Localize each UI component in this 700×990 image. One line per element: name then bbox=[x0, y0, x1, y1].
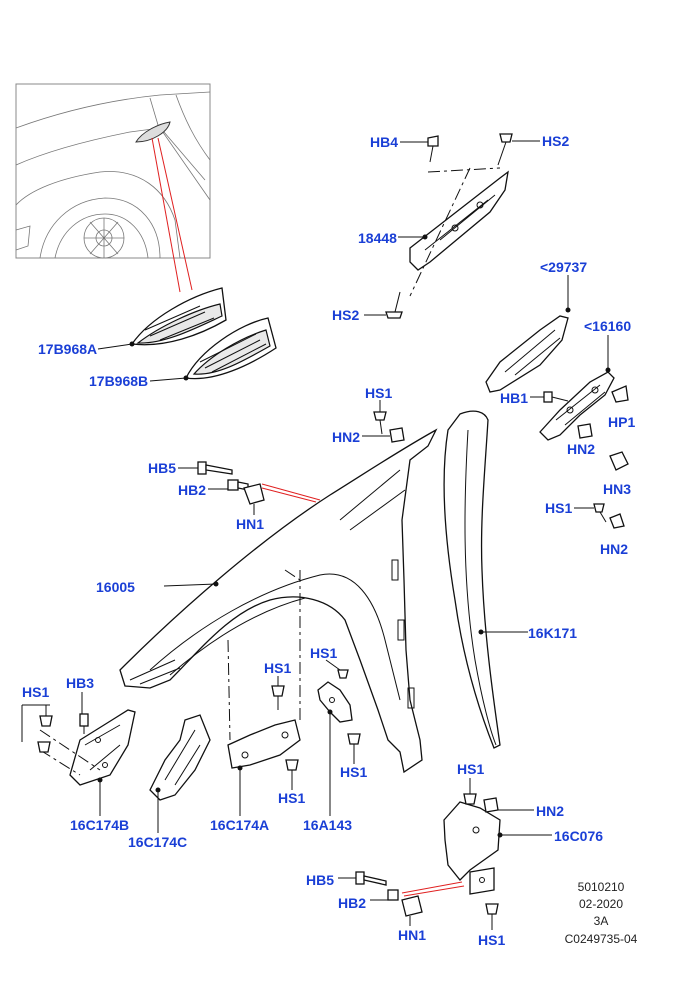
bracket-16C174C bbox=[149, 714, 211, 801]
label-16C174C: 16C174C bbox=[128, 834, 188, 850]
label-hn1-bot: HN1 bbox=[398, 927, 427, 943]
label-hn2-bot: HN2 bbox=[536, 803, 565, 819]
screw-hs1-top bbox=[373, 411, 387, 435]
label-29737: <29737 bbox=[540, 259, 588, 275]
screw-hs2-mid bbox=[385, 291, 403, 319]
ref-image-id: C0249735-04 bbox=[564, 932, 638, 946]
screw-hb4 bbox=[427, 135, 439, 163]
label-hs1-143b: HS1 bbox=[340, 764, 368, 780]
label-hs1-left: HS1 bbox=[22, 684, 50, 700]
label-18448: 18448 bbox=[358, 230, 397, 246]
label-hs1-top: HS1 bbox=[365, 385, 393, 401]
ref-revision: 3A bbox=[593, 914, 609, 928]
label-hb5-bot: HB5 bbox=[306, 872, 335, 888]
nut-hn2-right2 bbox=[609, 513, 625, 529]
label-hb2-top: HB2 bbox=[178, 482, 207, 498]
label-hn2-top: HN2 bbox=[332, 429, 361, 445]
nut-hn1-bot bbox=[401, 895, 423, 917]
bracket-16C174B bbox=[69, 709, 136, 786]
wheelarch-liner-16K171 bbox=[443, 410, 501, 749]
label-17B968B: 17B968B bbox=[89, 373, 149, 389]
label-16C076: 16C076 bbox=[554, 828, 604, 844]
label-hs2-mid: HS2 bbox=[332, 307, 360, 323]
label-hs1-bot: HS1 bbox=[457, 761, 485, 777]
screw-hs1-a bbox=[271, 685, 285, 710]
label-16K171: 16K171 bbox=[528, 625, 578, 641]
ref-code: 5010210 bbox=[577, 880, 625, 894]
bolt-hb5-bot bbox=[355, 871, 387, 886]
side-vent-17B968A bbox=[130, 287, 227, 346]
bolt-hb3 bbox=[79, 713, 89, 734]
label-hb4: HB4 bbox=[370, 134, 399, 150]
label-hn1-top: HN1 bbox=[236, 516, 265, 532]
screw-hs1-a2 bbox=[285, 759, 299, 771]
bolt-hb2-bot bbox=[387, 889, 399, 901]
bolt-hb5-top bbox=[197, 461, 233, 475]
nut-hn2-top bbox=[389, 427, 405, 443]
label-17B968A: 17B968A bbox=[38, 341, 98, 357]
side-vent-17B968B bbox=[185, 317, 277, 380]
plug-hp1 bbox=[611, 385, 629, 403]
label-16A143: 16A143 bbox=[303, 817, 353, 833]
label-16C174A: 16C174A bbox=[210, 817, 270, 833]
label-hs1-143: HS1 bbox=[310, 645, 338, 661]
label-hb1: HB1 bbox=[500, 390, 529, 406]
label-16160: <16160 bbox=[584, 318, 632, 334]
screw-hs1-143 bbox=[337, 669, 349, 679]
bracket-18448 bbox=[409, 170, 509, 271]
label-hn2-right2: HN2 bbox=[600, 541, 629, 557]
bracket-16160 bbox=[539, 371, 615, 441]
label-hs2-top: HS2 bbox=[542, 133, 570, 149]
label-hs1-bot2: HS1 bbox=[478, 932, 506, 948]
nut-hn3 bbox=[609, 451, 629, 471]
label-hb2-bot: HB2 bbox=[338, 895, 367, 911]
label-hp1: HP1 bbox=[608, 414, 636, 430]
screw-hs1-left bbox=[37, 715, 53, 753]
label-16005: 16005 bbox=[96, 579, 135, 595]
label-hs1-right: HS1 bbox=[545, 500, 573, 516]
front-fender-16005 bbox=[119, 428, 438, 774]
nut-hn2-right bbox=[577, 423, 593, 439]
label-hs1-a2: HS1 bbox=[278, 790, 306, 806]
label-hb3: HB3 bbox=[66, 675, 95, 691]
screw-hs1-right bbox=[593, 503, 607, 523]
ref-date: 02-2020 bbox=[578, 897, 624, 911]
nut-hn2-bot bbox=[483, 797, 499, 813]
screw-hs2-top bbox=[497, 133, 513, 166]
seal-29737 bbox=[485, 315, 569, 393]
label-16C174B: 16C174B bbox=[70, 817, 130, 833]
label-hn2-right: HN2 bbox=[567, 441, 596, 457]
bolt-hb1 bbox=[543, 391, 569, 403]
screw-hs1-bot2 bbox=[485, 903, 499, 915]
label-hn3: HN3 bbox=[603, 481, 632, 497]
vehicle-inset bbox=[15, 83, 211, 259]
screw-hs1-143b bbox=[347, 733, 361, 745]
label-hb5-top: HB5 bbox=[148, 460, 177, 476]
screw-hs1-bot bbox=[463, 793, 477, 805]
bracket-16A143 bbox=[317, 681, 353, 723]
label-hs1-a: HS1 bbox=[264, 660, 292, 676]
bracket-16C076 bbox=[443, 801, 501, 895]
